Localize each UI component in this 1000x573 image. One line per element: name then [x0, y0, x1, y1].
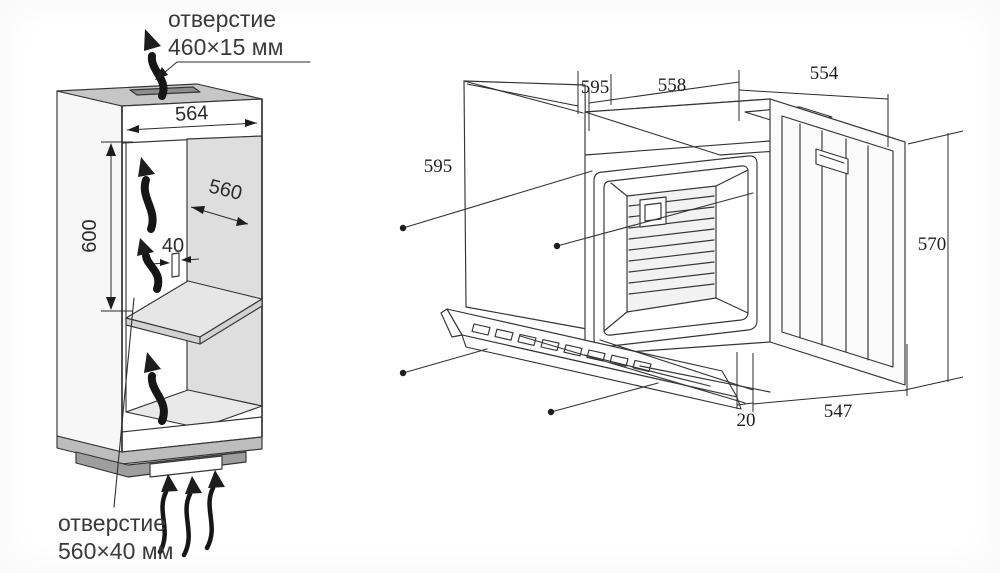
cabinet-left-panel	[56, 90, 123, 453]
top-callout-line1: отверстие	[168, 6, 276, 32]
plinth-notch	[149, 455, 223, 478]
cabinet-base	[56, 435, 263, 478]
dim-40-label: 40	[162, 235, 184, 257]
dim-547-label: 547	[824, 401, 853, 422]
cabinet-drawing: 564 600 560 40	[56, 6, 311, 564]
airflow-arrows	[137, 29, 225, 558]
dim-600-label: 600	[79, 219, 101, 252]
oven-door-open	[440, 308, 771, 410]
dim-554: 554	[738, 63, 889, 147]
control-panel-line	[584, 140, 771, 156]
dim-20: 20	[736, 352, 756, 431]
shelf-rear-spacer	[171, 252, 180, 278]
dim-600: 600	[79, 141, 133, 312]
dim-570: 570	[904, 130, 964, 391]
cavity-depth-lines	[603, 169, 749, 332]
dim-554-label: 554	[810, 63, 839, 84]
dim-40: 40	[150, 235, 200, 266]
rating-plate	[815, 148, 849, 175]
oven-side-panel	[769, 98, 906, 386]
part-leader-lines	[399, 170, 754, 416]
dim-570-label: 570	[918, 234, 947, 255]
dim-595-top-label: 595	[581, 77, 610, 98]
dim-595-left-label: 595	[424, 156, 453, 177]
construction-line	[463, 80, 584, 114]
oven-drawing: 595 558 554 595 570 547	[399, 63, 964, 431]
bottom-callout-line2: 560×40 мм	[58, 538, 173, 564]
dim-558: 558	[588, 70, 740, 131]
cabinet-interior-edges	[121, 98, 263, 453]
cabinet-inner-right-wall	[186, 135, 263, 407]
cabinet-shelf	[125, 252, 263, 345]
top-callout-line2: 460×15 мм	[168, 34, 283, 60]
door-hinge-arms	[519, 335, 771, 404]
dim-547: 547	[752, 344, 908, 422]
dim-558-label: 558	[658, 75, 687, 96]
dim-564: 564	[126, 102, 258, 133]
dim-595-left: 595	[424, 156, 453, 177]
top-vent-callout: отверстие 460×15 мм	[155, 6, 311, 80]
dim-595-top: 595	[466, 71, 612, 114]
oven-facade-outline	[463, 80, 588, 330]
bottom-vent-callout: отверстие 560×40 мм	[58, 297, 173, 564]
dim-20-label: 20	[737, 410, 756, 431]
rack-rails	[628, 195, 715, 295]
bottom-callout-line1: отверстие	[58, 510, 166, 536]
dim-564-label: 564	[174, 102, 208, 126]
oven-cavity	[593, 155, 758, 348]
door-end-cap	[440, 308, 463, 338]
